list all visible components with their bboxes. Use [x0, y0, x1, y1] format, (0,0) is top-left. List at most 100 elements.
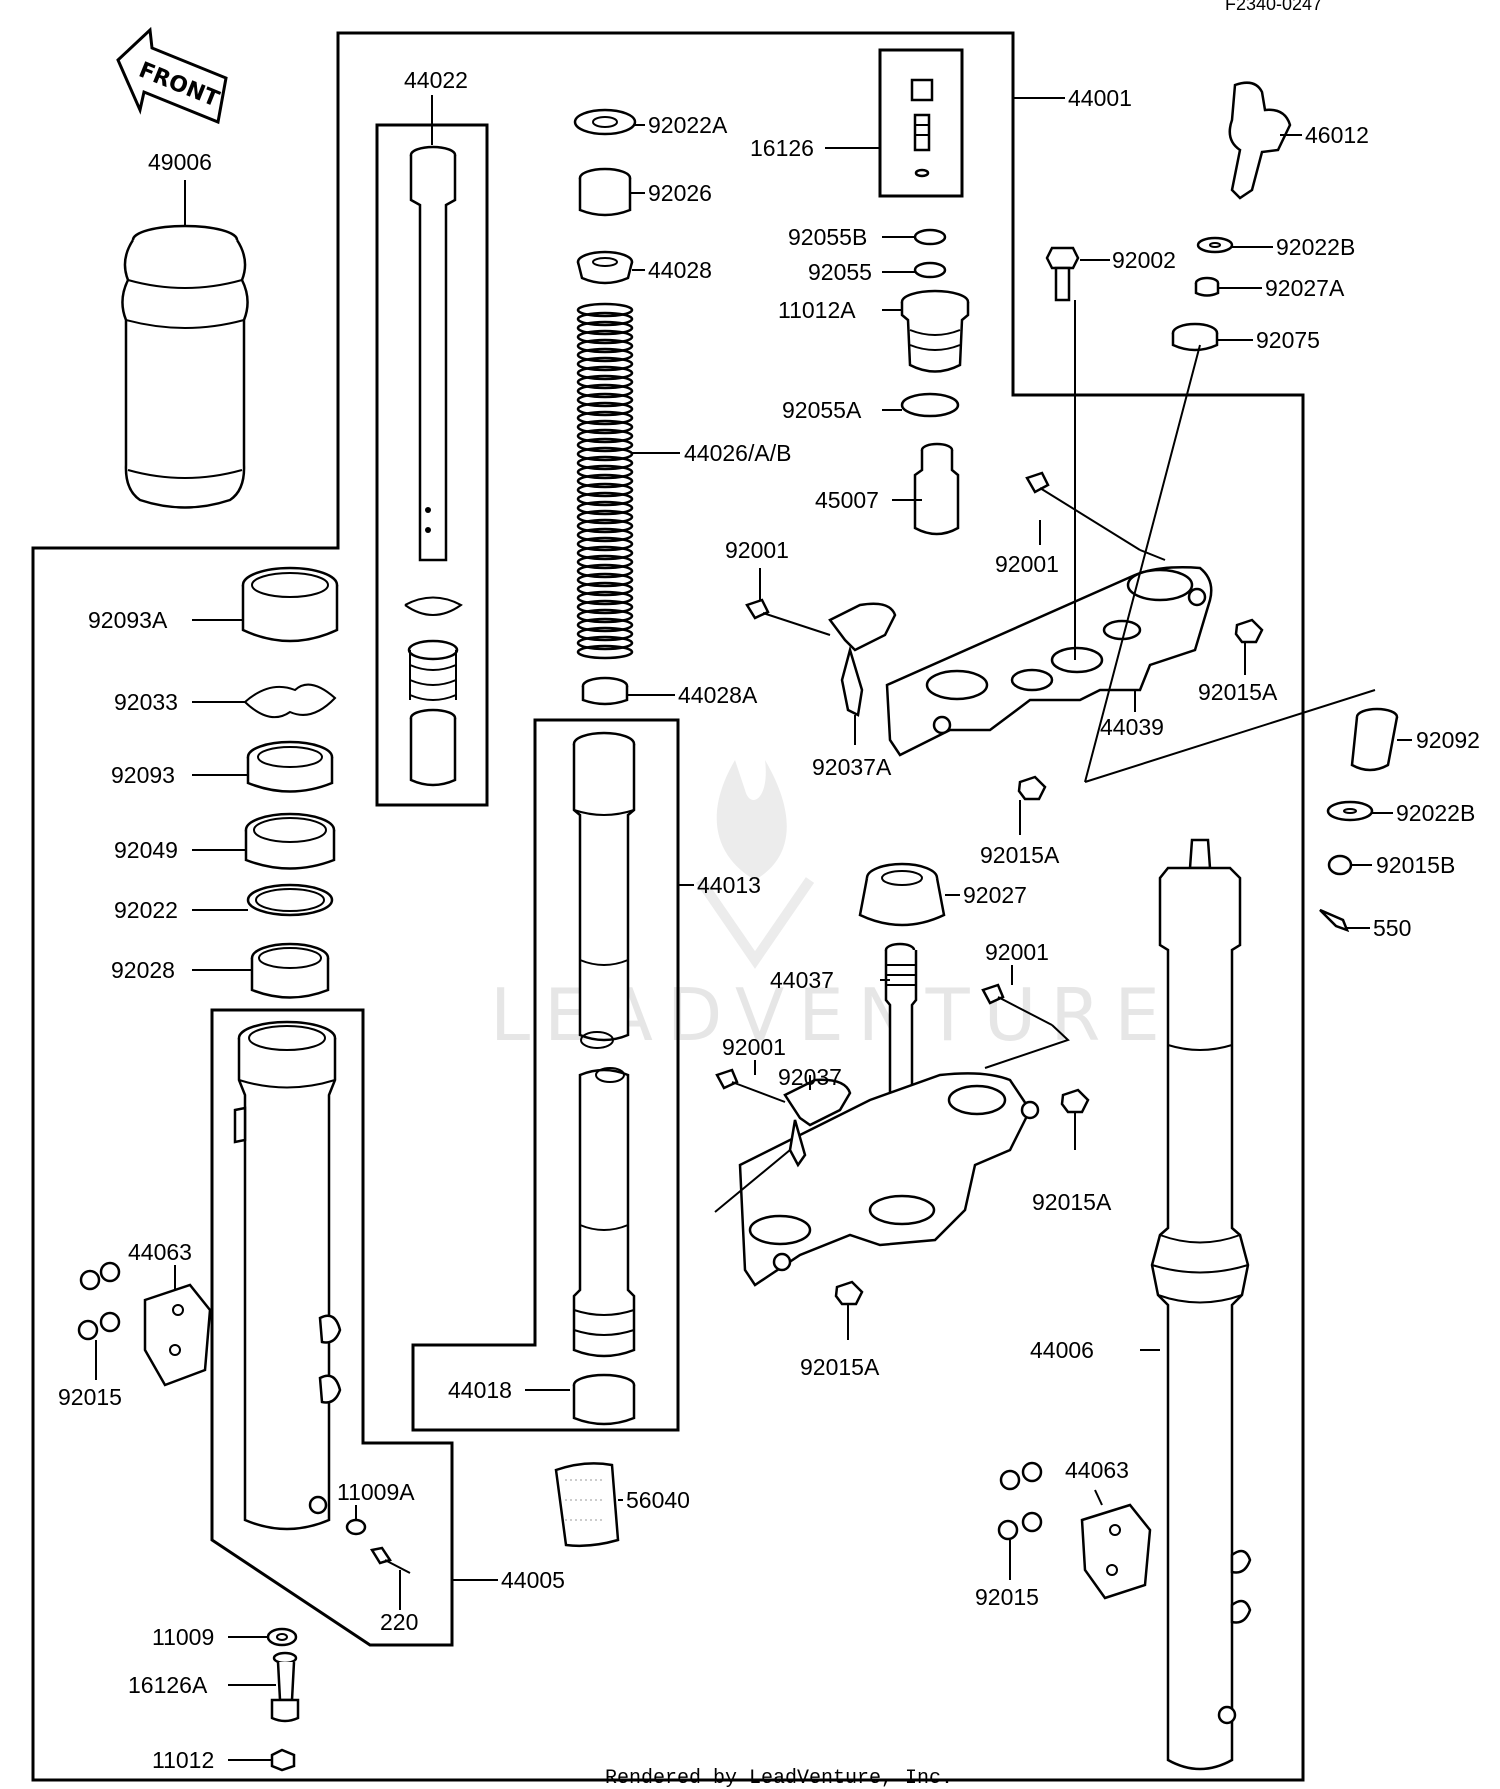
- callout-92015A-mid: 92015A: [980, 842, 1060, 868]
- ring-92049: [244, 812, 336, 870]
- spring-coil: [576, 563, 634, 579]
- clamp-44063-right: [1080, 1503, 1152, 1600]
- collar-92027: [858, 862, 946, 927]
- spring-coil: [576, 500, 634, 516]
- callout-92015-right: 92015: [975, 1584, 1039, 1610]
- bolt-92002: [1045, 246, 1080, 302]
- bolt-92001-low: [981, 983, 1053, 1026]
- pin-550: [1319, 908, 1350, 933]
- plug-11012A: [900, 289, 970, 373]
- nut-92015A-c: [1060, 1088, 1090, 1114]
- washer-92022B: [1196, 236, 1234, 254]
- callout-44028: 44028: [648, 257, 712, 283]
- part-callout-labels: 49006 44022 92022A 92026 44028 44026/A/B…: [58, 67, 1480, 1773]
- bolt-92001-low2: [715, 1068, 786, 1103]
- callout-44018: 44018: [448, 1377, 512, 1403]
- fork-tube-44006: [1150, 838, 1252, 1771]
- callout-92049: 92049: [114, 837, 178, 863]
- callout-92027A: 92027A: [1265, 275, 1345, 301]
- cylinder-45007: [913, 442, 960, 536]
- callout-92015B: 92015B: [1376, 852, 1455, 878]
- nut-92015A-d: [834, 1280, 864, 1306]
- assembly-guide-lines: [1074, 300, 1376, 783]
- callout-11009A: 11009A: [337, 1479, 415, 1505]
- spring-coil: [576, 419, 634, 435]
- footer-credit: Rendered by LeadVenture, Inc.: [605, 1767, 953, 1789]
- nut-92015B: [1327, 854, 1353, 876]
- seat-44028: [576, 250, 634, 285]
- seal-92093A: [241, 566, 339, 643]
- callout-92001-left: 92001: [725, 537, 789, 563]
- callout-44063-left: 44063: [128, 1239, 192, 1265]
- spring-coil: [576, 635, 634, 651]
- bolt-220: [369, 1546, 411, 1574]
- callout-44005: 44005: [501, 1567, 565, 1593]
- spring-coil: [576, 554, 634, 570]
- washer-92022A: [573, 108, 637, 136]
- clamp-92037A: [828, 602, 897, 717]
- spring-coil: [576, 401, 634, 417]
- tube-44013: [572, 731, 636, 1358]
- callout-92022B-right: 92022B: [1396, 800, 1475, 826]
- spring-coil: [576, 626, 634, 642]
- spring-coil: [576, 392, 634, 408]
- washer-11009A: [345, 1518, 367, 1536]
- spring-coil: [576, 473, 634, 489]
- spring-44026: [576, 302, 634, 660]
- spring-coil: [576, 455, 634, 471]
- callout-92022A: 92022A: [648, 112, 728, 138]
- callout-92093: 92093: [111, 762, 175, 788]
- spring-coil: [576, 302, 634, 318]
- clip-92033: [243, 683, 337, 719]
- oring-92055B: [913, 228, 947, 246]
- callout-92001-upper: 92001: [995, 551, 1059, 577]
- callout-46012: 46012: [1305, 122, 1369, 148]
- callout-92075: 92075: [1256, 327, 1320, 353]
- callout-92027: 92027: [963, 882, 1027, 908]
- spring-coil: [576, 518, 634, 534]
- callout-44022: 44022: [404, 67, 468, 93]
- callout-45007: 45007: [815, 487, 879, 513]
- callout-92022: 92022: [114, 897, 178, 923]
- callout-220: 220: [380, 1609, 418, 1635]
- nut-92015A-a: [1234, 618, 1264, 644]
- callout-11012: 11012: [152, 1747, 214, 1773]
- callout-92028: 92028: [111, 957, 175, 983]
- callout-44026: 44026/A/B: [684, 440, 791, 466]
- box-44005: [210, 1008, 454, 1647]
- callout-44037: 44037: [770, 967, 834, 993]
- nut-92015A-b: [1017, 775, 1047, 801]
- collar-92027A: [1194, 276, 1220, 297]
- oring-92055A: [900, 392, 960, 418]
- callout-92055B: 92055B: [788, 224, 867, 250]
- callout-92092: 92092: [1416, 727, 1480, 753]
- nuts-92015-right: [997, 1461, 1043, 1541]
- seal-92093: [246, 740, 334, 793]
- spring-coil: [576, 374, 634, 390]
- spring-coil: [576, 428, 634, 444]
- clamp-44063-left: [143, 1283, 212, 1387]
- callout-92015A-upper: 92015A: [1198, 679, 1278, 705]
- bushing-92028: [250, 942, 330, 999]
- cylinder-44022: [404, 145, 463, 787]
- spring-coil: [576, 437, 634, 453]
- spring-coil: [576, 329, 634, 345]
- spring-coil: [576, 338, 634, 354]
- bolt-92001-upper: [1025, 471, 1141, 551]
- bushing-44018: [572, 1373, 636, 1426]
- callout-44013: 44013: [697, 872, 761, 898]
- nuts-92015-left: [77, 1261, 121, 1341]
- spring-coil: [576, 644, 634, 660]
- callout-44028A: 44028A: [678, 682, 758, 708]
- callout-92037: 92037: [778, 1064, 842, 1090]
- outer-tube-44005: [233, 1020, 342, 1531]
- callout-92022B: 92022B: [1276, 234, 1355, 260]
- spring-coil: [576, 464, 634, 480]
- dust-boot-49006: [121, 224, 249, 509]
- callout-44063-right: 44063: [1065, 1457, 1129, 1483]
- callout-92015A-bottom: 92015A: [800, 1354, 880, 1380]
- callout-92015-left: 92015: [58, 1384, 122, 1410]
- spring-coil: [576, 545, 634, 561]
